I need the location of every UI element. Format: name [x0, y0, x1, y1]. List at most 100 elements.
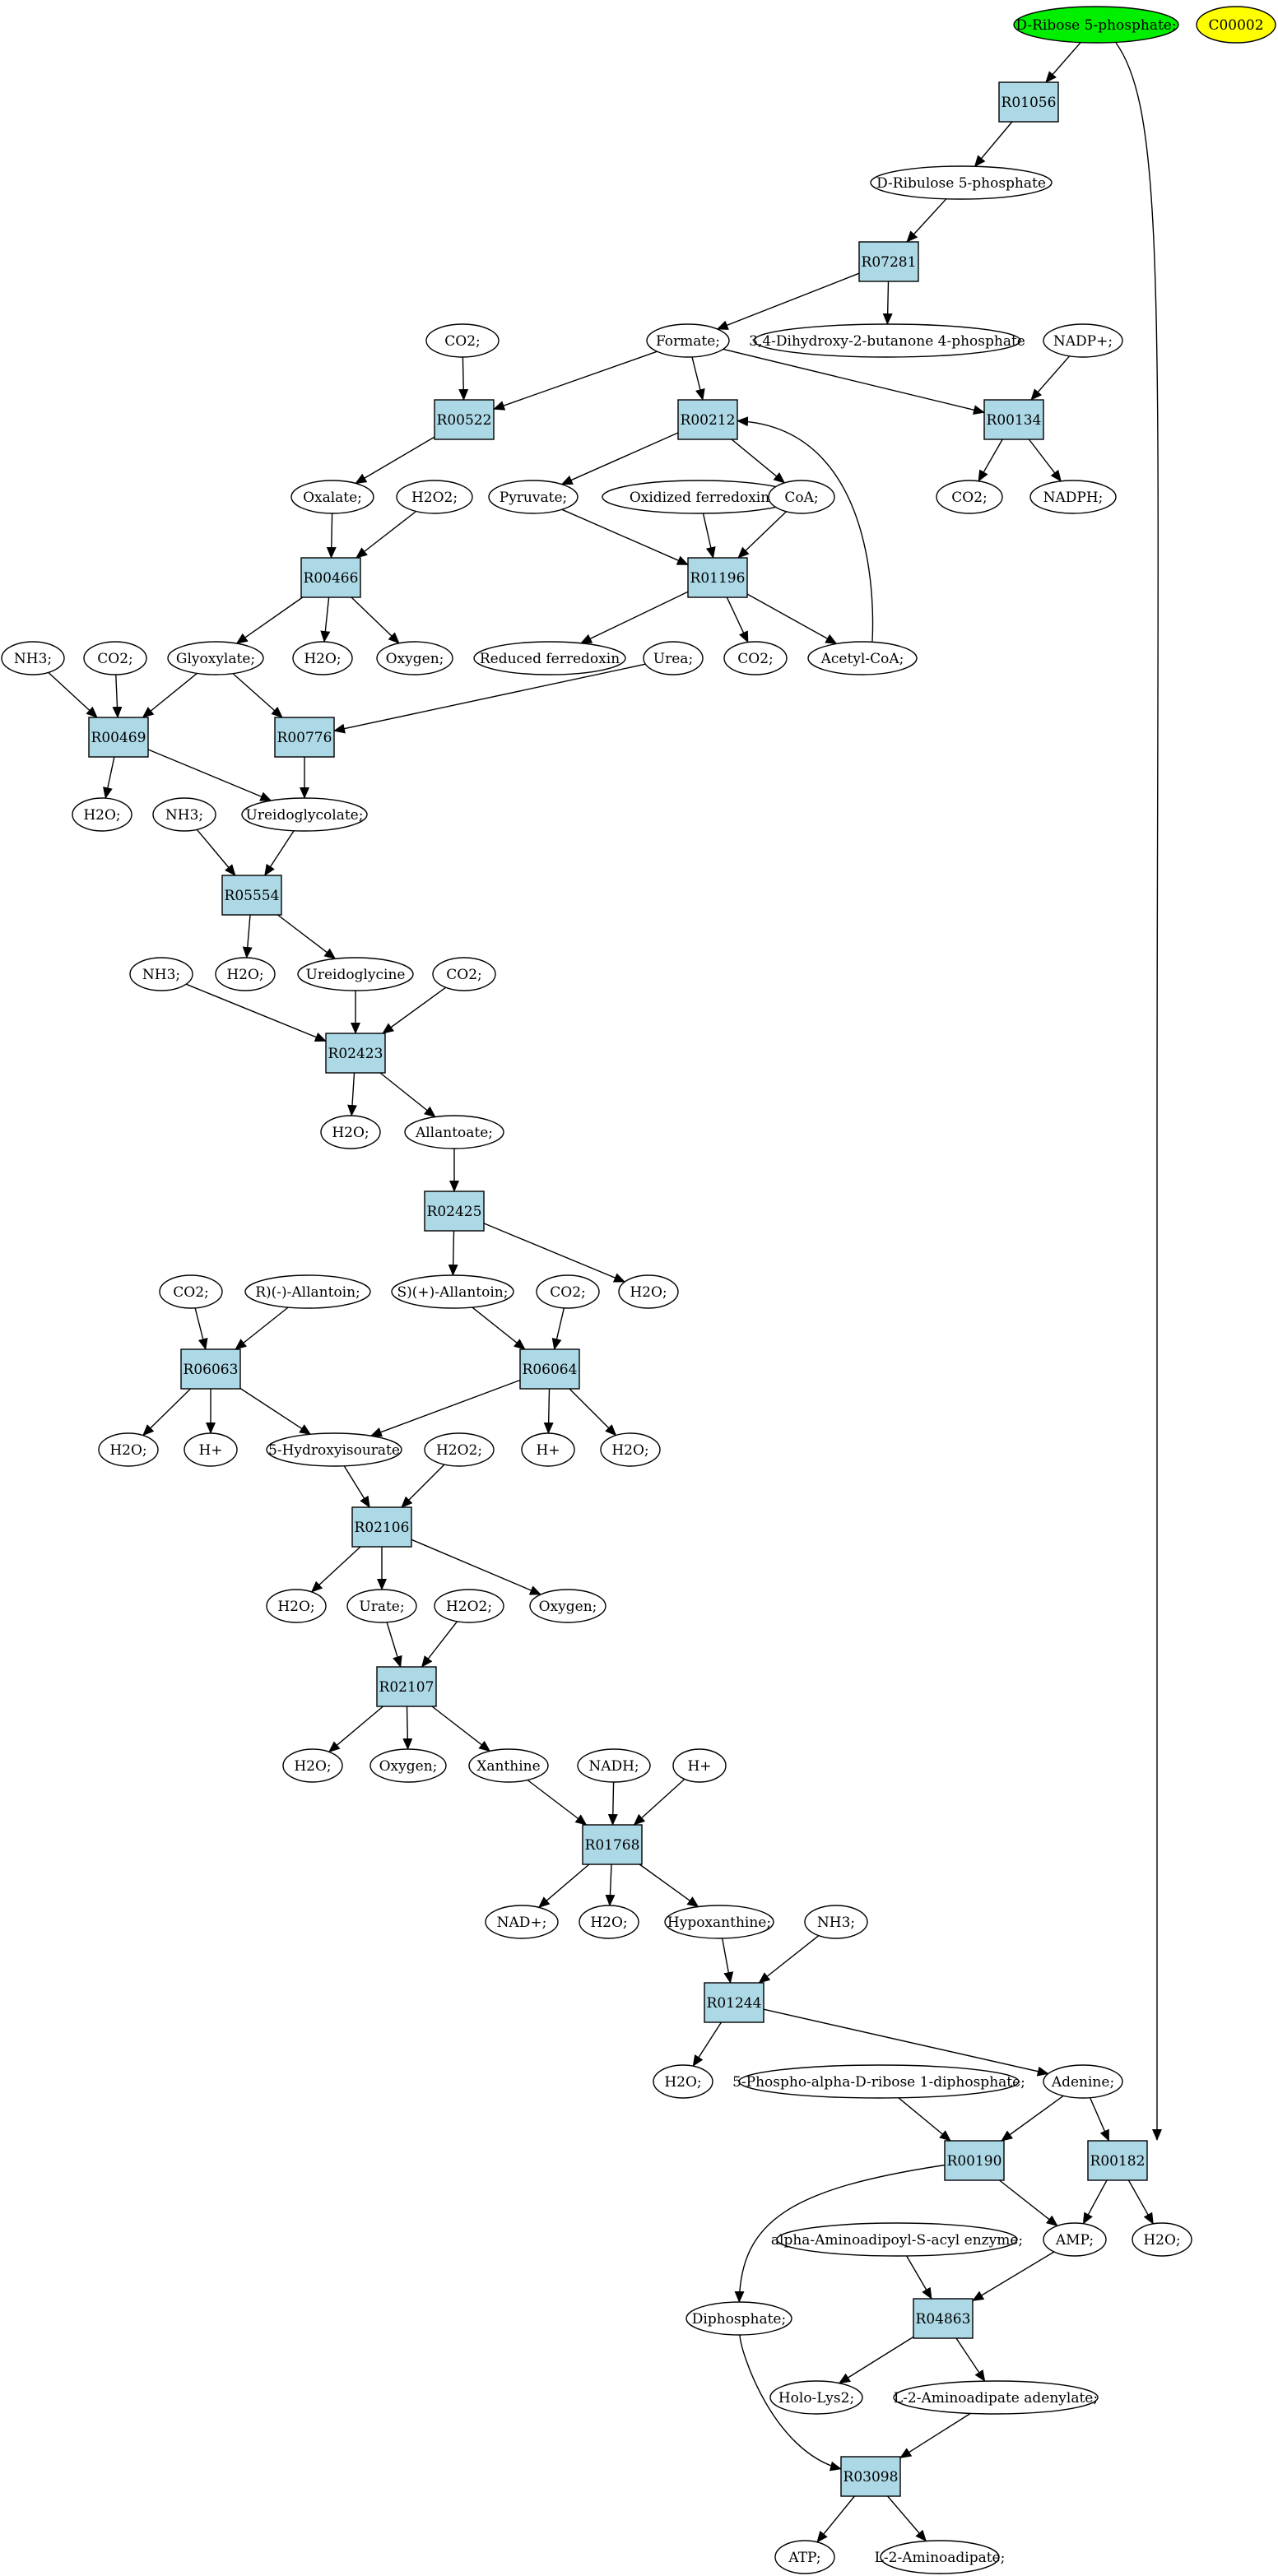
reaction-node-r_R03098[interactable]: R03098: [840, 2456, 901, 2497]
compound-node-c_atp[interactable]: ATP;: [774, 2540, 835, 2574]
compound-node-c_h2o_l[interactable]: H2O;: [1132, 2222, 1192, 2257]
compound-node-c_co2_a[interactable]: CO2;: [425, 323, 500, 358]
reaction-node-r_R00522[interactable]: R00522: [434, 399, 495, 440]
compound-node-c_nh3_b[interactable]: NH3;: [152, 797, 216, 832]
reaction-node-r_R01196[interactable]: R01196: [687, 557, 748, 598]
edge-r_R00182-to-c_amp: [1082, 2179, 1108, 2225]
compound-node-c_acetylcoa[interactable]: Acetyl-CoA;: [807, 641, 918, 675]
compound-node-c_co2_e[interactable]: CO2;: [432, 957, 496, 991]
compound-node-c_xanthine[interactable]: Xanthine: [468, 1748, 549, 1783]
node-label: R00522: [437, 412, 492, 429]
edge-r_R01768-to-c_nad: [537, 1864, 590, 1908]
reaction-node-r_R01768[interactable]: R01768: [582, 1824, 643, 1865]
compound-node-c_l2aa_adenylate[interactable]: L-2-Aminoadipate adenylate;: [893, 2380, 1099, 2415]
compound-node-c_nadh[interactable]: NADH;: [577, 1748, 651, 1783]
compound-node-c_urea[interactable]: Urea;: [643, 641, 704, 675]
compound-node-c_c00002[interactable]: C00002: [1196, 6, 1276, 44]
compound-node-c_nadp[interactable]: NADP+;: [1043, 323, 1123, 358]
compound-node-c_hplus_b[interactable]: H+: [521, 1432, 575, 1467]
node-shape: [72, 797, 132, 832]
node-shape: [893, 2380, 1099, 2415]
compound-node-c_prpp[interactable]: 5-Phospho-alpha-D-ribose 1-diphosphate;: [732, 2064, 1025, 2099]
compound-node-c_nh3_a[interactable]: NH3;: [1, 641, 65, 675]
compound-node-c_hplus_a[interactable]: H+: [184, 1432, 238, 1467]
compound-node-c_dhbp[interactable]: 3,4-Dihydroxy-2-butanone 4-phosphate: [749, 323, 1025, 358]
node-shape: [241, 797, 368, 832]
node-shape: [858, 241, 919, 282]
compound-node-c_h2o_k[interactable]: H2O;: [653, 2064, 713, 2099]
reaction-node-r_R00469[interactable]: R00469: [88, 717, 149, 758]
reaction-node-r_R00776[interactable]: R00776: [274, 717, 335, 758]
edge-c_co2_f-to-r_R06063: [194, 1307, 208, 1350]
edge-r_R00469-to-c_ureidoglycolate: [147, 749, 272, 801]
compound-node-c_adenine[interactable]: Adenine;: [1043, 2064, 1123, 2099]
compound-node-c_nad[interactable]: NAD+;: [485, 1905, 559, 1939]
compound-node-c_oxygen_a[interactable]: Oxygen;: [376, 641, 453, 675]
compound-node-c_h2o_d[interactable]: H2O;: [320, 1115, 381, 1149]
compound-node-c_formate[interactable]: Formate;: [646, 323, 730, 358]
compound-node-c_hololys2[interactable]: Holo-Lys2;: [769, 2380, 863, 2415]
compound-node-c_ribu5p[interactable]: D-Ribulose 5-phosphate: [870, 165, 1053, 200]
compound-node-c_h2o_f[interactable]: H2O;: [98, 1432, 159, 1467]
reaction-node-r_R04863[interactable]: R04863: [913, 2298, 974, 2339]
compound-node-c_amp[interactable]: AMP;: [1043, 2222, 1107, 2257]
reaction-node-r_R07281[interactable]: R07281: [858, 241, 919, 282]
reaction-node-r_R06064[interactable]: R06064: [519, 1348, 580, 1390]
reaction-node-r_R00190[interactable]: R00190: [944, 2140, 1005, 2181]
compound-node-c_h2o_a[interactable]: H2O;: [292, 641, 353, 675]
compound-node-c_co2_b[interactable]: CO2;: [936, 480, 1003, 514]
compound-node-c_oxygen_c[interactable]: Oxygen;: [369, 1748, 447, 1783]
reaction-node-r_R00134[interactable]: R00134: [983, 399, 1044, 440]
compound-node-c_h2o_h[interactable]: H2O;: [266, 1589, 327, 1623]
compound-node-c_nadph[interactable]: NADPH;: [1029, 480, 1117, 514]
compound-node-c_rallantoin[interactable]: R)(-)-Allantoin;: [244, 1274, 371, 1309]
compound-node-c_h2o_e[interactable]: H2O;: [618, 1274, 679, 1309]
compound-node-c_h2o_c[interactable]: H2O;: [215, 957, 276, 991]
compound-node-c_l2aa[interactable]: L-2-Aminoadipate;: [875, 2540, 1006, 2574]
compound-node-c_oxfd[interactable]: Oxidized ferredoxin: [602, 480, 797, 514]
compound-node-c_glyoxylate[interactable]: Glyoxylate;: [167, 641, 264, 675]
reaction-node-r_R02106[interactable]: R02106: [351, 1506, 412, 1548]
compound-node-c_co2_c[interactable]: CO2;: [83, 641, 147, 675]
compound-node-c_co2_d[interactable]: CO2;: [723, 641, 788, 675]
compound-node-c_h2o_j[interactable]: H2O;: [579, 1905, 639, 1939]
compound-node-c_h2o2_b[interactable]: H2O2;: [424, 1432, 495, 1467]
compound-node-c_co2_f[interactable]: CO2;: [159, 1274, 223, 1309]
compound-node-c_aaase[interactable]: alpha-Aminoadipoyl-S-acyl enzyme;: [771, 2222, 1023, 2257]
compound-node-c_urate[interactable]: Urate;: [346, 1589, 417, 1623]
compound-node-c_ureidoglycolate[interactable]: Ureidoglycolate;: [241, 797, 368, 832]
compound-node-c_redfd[interactable]: Reduced ferredoxin: [473, 641, 626, 675]
compound-node-c_diphosphate[interactable]: Diphosphate;: [685, 2301, 792, 2336]
reaction-node-r_R02425[interactable]: R02425: [424, 1191, 485, 1232]
node-shape: [753, 323, 1021, 358]
compound-node-c_h2o_i[interactable]: H2O;: [282, 1748, 343, 1783]
compound-node-c_h2o2_c[interactable]: H2O2;: [434, 1589, 504, 1623]
compound-node-c_coa[interactable]: CoA;: [768, 480, 835, 514]
node-shape: [1029, 480, 1117, 514]
compound-node-c_nh3_d[interactable]: NH3;: [804, 1905, 868, 1939]
compound-node-c_h2o_g[interactable]: H2O;: [600, 1432, 661, 1467]
compound-node-c_ureidoglycine[interactable]: Ureidoglycine: [297, 957, 414, 991]
reaction-node-r_R06063[interactable]: R06063: [180, 1348, 241, 1390]
reaction-node-r_R01244[interactable]: R01244: [704, 1982, 764, 2023]
compound-node-c_h2o_b[interactable]: H2O;: [72, 797, 132, 832]
reaction-node-r_R00212[interactable]: R00212: [677, 399, 738, 440]
compound-node-c_nh3_c[interactable]: NH3;: [129, 957, 193, 991]
compound-node-c_hypoxanthine[interactable]: Hypoxanthine;: [664, 1905, 774, 1939]
reaction-node-r_R00182[interactable]: R00182: [1087, 2140, 1148, 2181]
compound-node-c_oxygen_b[interactable]: Oxygen;: [529, 1589, 606, 1623]
reaction-node-r_R00466[interactable]: R00466: [300, 557, 361, 598]
compound-node-c_h2o2_a[interactable]: H2O2;: [396, 480, 473, 514]
reaction-node-r_R01056[interactable]: R01056: [998, 81, 1059, 123]
compound-node-c_sallantoin[interactable]: S)(+)-Allantoin;: [391, 1274, 514, 1309]
reaction-node-r_R02423[interactable]: R02423: [325, 1033, 386, 1074]
compound-node-c_oxalate[interactable]: Oxalate;: [290, 480, 374, 514]
reaction-node-r_R02107[interactable]: R02107: [376, 1666, 437, 1707]
compound-node-c_co2_g[interactable]: CO2;: [536, 1274, 600, 1309]
compound-node-c_pyruvate[interactable]: Pyruvate;: [488, 480, 579, 514]
compound-node-c_rib5p[interactable]: D-Ribose 5-phosphate;: [1013, 6, 1179, 44]
compound-node-c_hplus_c[interactable]: H+: [672, 1748, 727, 1783]
reaction-node-r_R05554[interactable]: R05554: [221, 875, 282, 916]
compound-node-c_allantoate[interactable]: Allantoate;: [404, 1115, 504, 1149]
compound-node-c_hiu[interactable]: 5-Hydroxyisourate: [266, 1432, 402, 1467]
